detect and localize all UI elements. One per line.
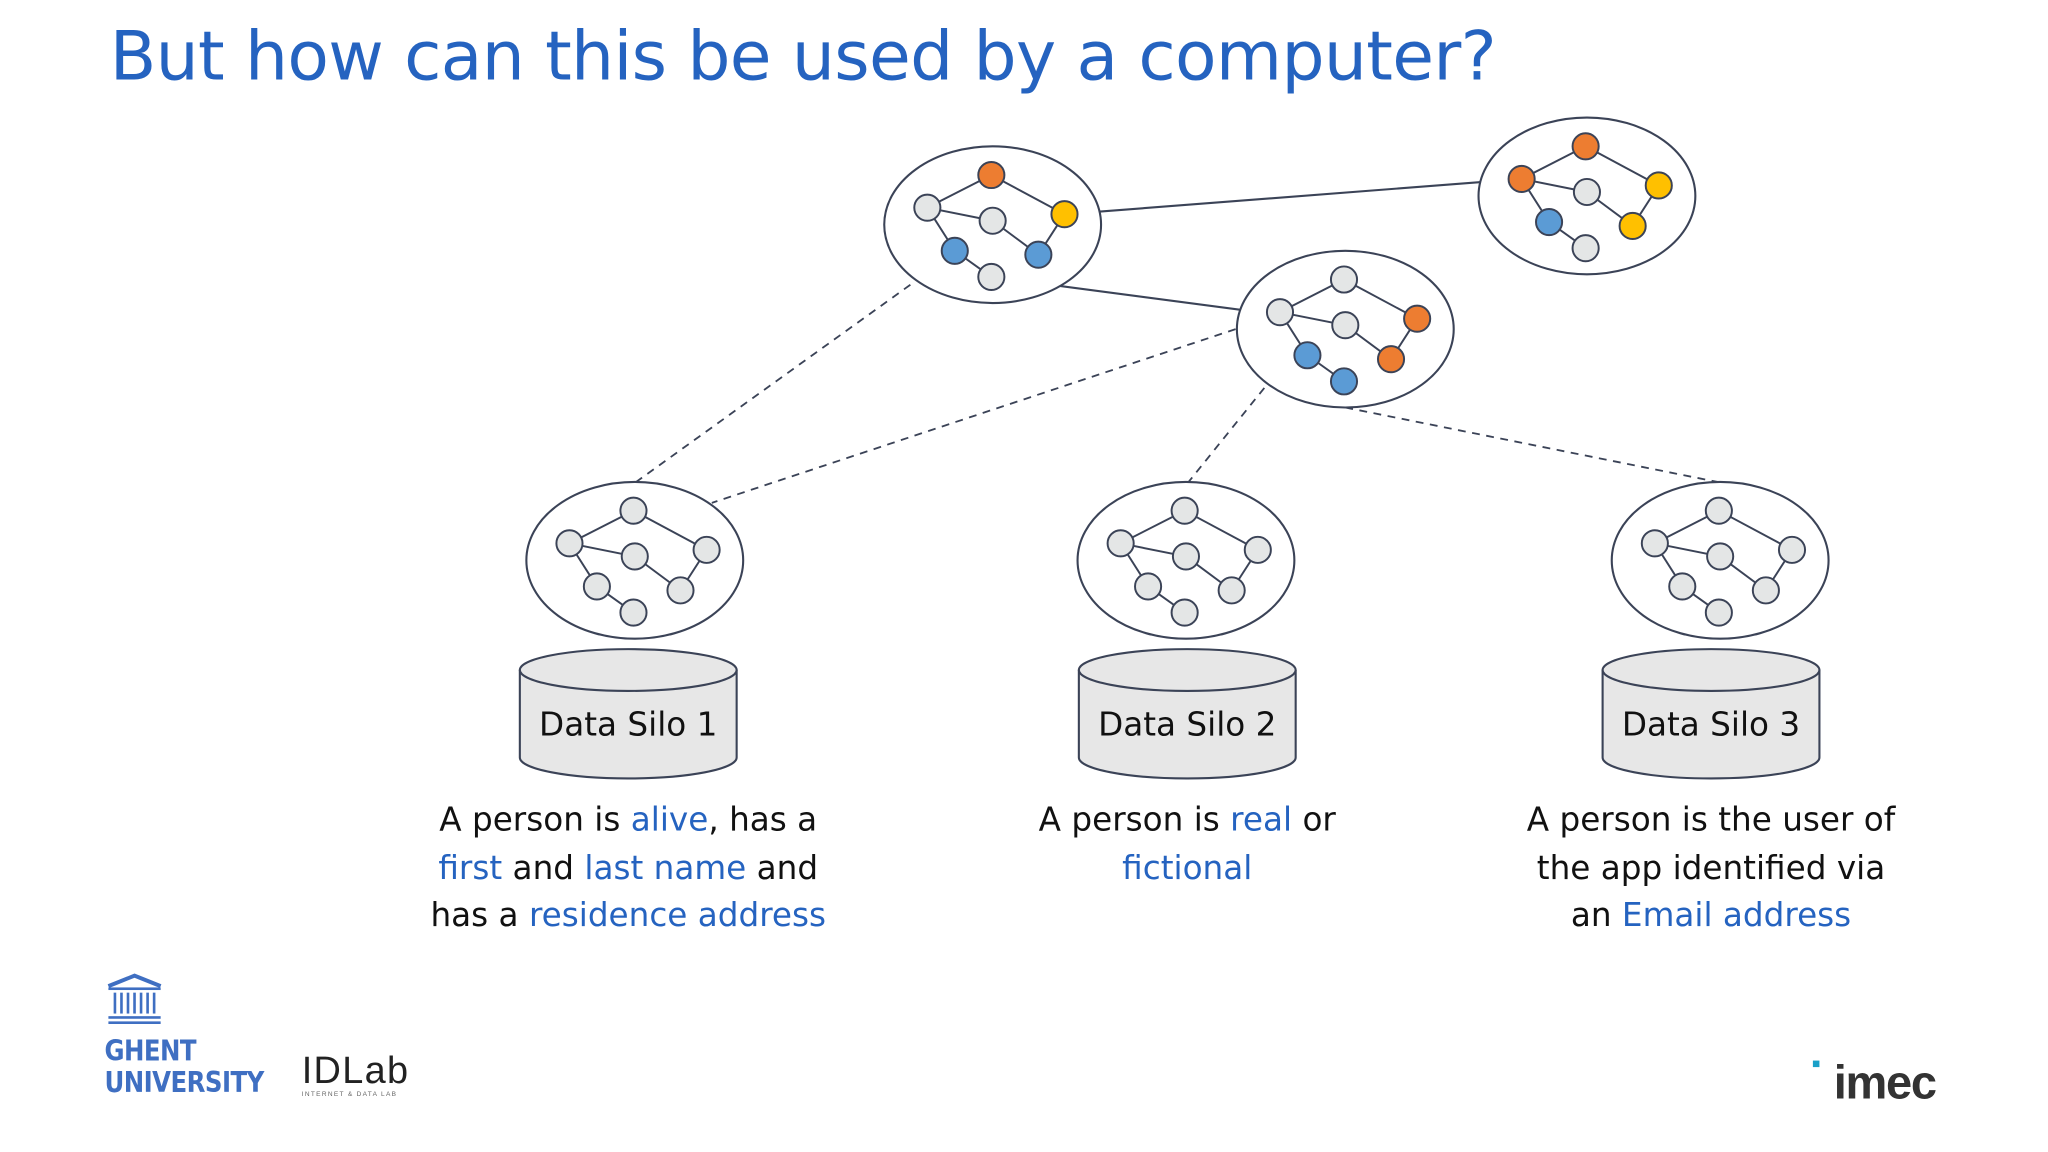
graph-node-grey (1704, 598, 1733, 627)
dashed-mapping-line (1345, 406, 1718, 483)
database-cylinder-1 (518, 670, 738, 780)
graph-node-orange (1507, 164, 1536, 193)
graph-node-blue (1329, 367, 1359, 396)
silo-3-label: Data Silo 3 (1621, 705, 1801, 744)
dashed-mapping-line (635, 283, 911, 483)
graph-node-grey (1331, 311, 1360, 340)
graph-node-grey (1572, 177, 1601, 207)
university-building-icon (107, 973, 162, 1024)
graph-node-blue (1024, 240, 1053, 269)
highlighted-term: fictional (1122, 848, 1253, 887)
description-text: , has a (708, 800, 818, 839)
silo-3-description: A person is the user of the app identifie… (1489, 797, 1933, 940)
description-text: A person is (439, 800, 631, 839)
idlab-subtitle: INTERNET & DATA LAB (301, 1090, 398, 1099)
graph-node-grey (619, 496, 648, 525)
graph-node-grey (1640, 529, 1669, 558)
graph-node-blue (1535, 207, 1564, 237)
graph-node-grey (692, 535, 721, 564)
dashed-mapping-line (1187, 387, 1266, 483)
highlighted-term: residence address (528, 895, 827, 934)
graph-node-yellow (1644, 171, 1673, 200)
graph-node-grey (1106, 529, 1135, 558)
graph-node-grey (582, 572, 611, 601)
graph-node-grey (1217, 576, 1246, 605)
graph-node-grey (1777, 535, 1807, 564)
imec-dot-icon (1812, 1060, 1820, 1068)
slide-title: But how can this be used by a computer? (109, 18, 1497, 97)
graph-node-grey (1571, 234, 1600, 263)
ugent-line-1: GHENT (104, 1035, 196, 1069)
imec-text: imec (1833, 1055, 1937, 1109)
graph-node-grey (1171, 542, 1200, 571)
graph-node-orange (1571, 132, 1600, 161)
graph-node-yellow (1618, 211, 1647, 240)
silo-2-description: A person is real or fictional (965, 797, 1409, 892)
idlab-text: IDLab (301, 1050, 410, 1092)
graph-node-grey (666, 576, 695, 605)
graph-node-grey (1243, 535, 1272, 564)
dashed-mapping-line (711, 328, 1236, 504)
link-line (1065, 177, 1522, 216)
graph-node-grey (1329, 265, 1359, 294)
graph-node-blue (1293, 341, 1322, 370)
graph-node-grey (1170, 598, 1199, 627)
highlighted-term: real (1230, 800, 1293, 839)
database-cylinder-top (1077, 648, 1297, 692)
imec-logo: imec (1812, 1055, 1937, 1110)
idlab-logo: IDLab INTERNET & DATA LAB (302, 1051, 410, 1098)
graph-node-grey (1751, 576, 1780, 605)
graph-node-grey (978, 206, 1007, 235)
graph-node-yellow (1050, 200, 1079, 229)
highlighted-term: alive (630, 800, 709, 839)
graph-node-grey (1668, 572, 1697, 601)
graph-node-orange (1376, 345, 1406, 374)
graph-node-grey (1134, 572, 1163, 601)
description-text: has a (430, 895, 529, 934)
silo-1-label: Data Silo 1 (539, 705, 718, 744)
silo-1-description: A person is alive, has a first and last n… (406, 797, 850, 940)
graph-node-grey (620, 542, 649, 571)
graph-node-orange (1403, 304, 1432, 333)
database-cylinder-3 (1601, 670, 1821, 780)
description-text: A person is the user of (1526, 800, 1896, 839)
graph-node-grey (1170, 496, 1199, 525)
graph-node-grey (619, 598, 648, 627)
highlighted-term: first (438, 848, 503, 887)
description-text: and (502, 848, 585, 887)
description-text: the app identified via (1536, 848, 1886, 887)
graph-node-grey (1704, 496, 1733, 525)
graph-node-blue (940, 236, 969, 265)
description-text: an (1570, 895, 1622, 934)
graph-node-grey (977, 262, 1006, 291)
description-text: or (1292, 800, 1336, 839)
database-cylinder-top (518, 648, 738, 692)
ugent-line-2: UNIVERSITY (104, 1067, 264, 1100)
highlighted-term: Email address (1621, 895, 1852, 934)
graph-node-grey (1265, 298, 1295, 327)
description-text: and (746, 848, 819, 887)
graph-node-grey (913, 193, 942, 222)
database-cylinder-top (1601, 648, 1821, 692)
database-cylinder-2 (1077, 670, 1297, 780)
description-text: A person is (1038, 800, 1231, 839)
highlighted-term: last name (584, 848, 747, 887)
graph-node-grey (555, 529, 584, 558)
silo-2-label: Data Silo 2 (1098, 705, 1277, 744)
graph-node-grey (1706, 542, 1735, 571)
graph-node-orange (977, 160, 1006, 190)
